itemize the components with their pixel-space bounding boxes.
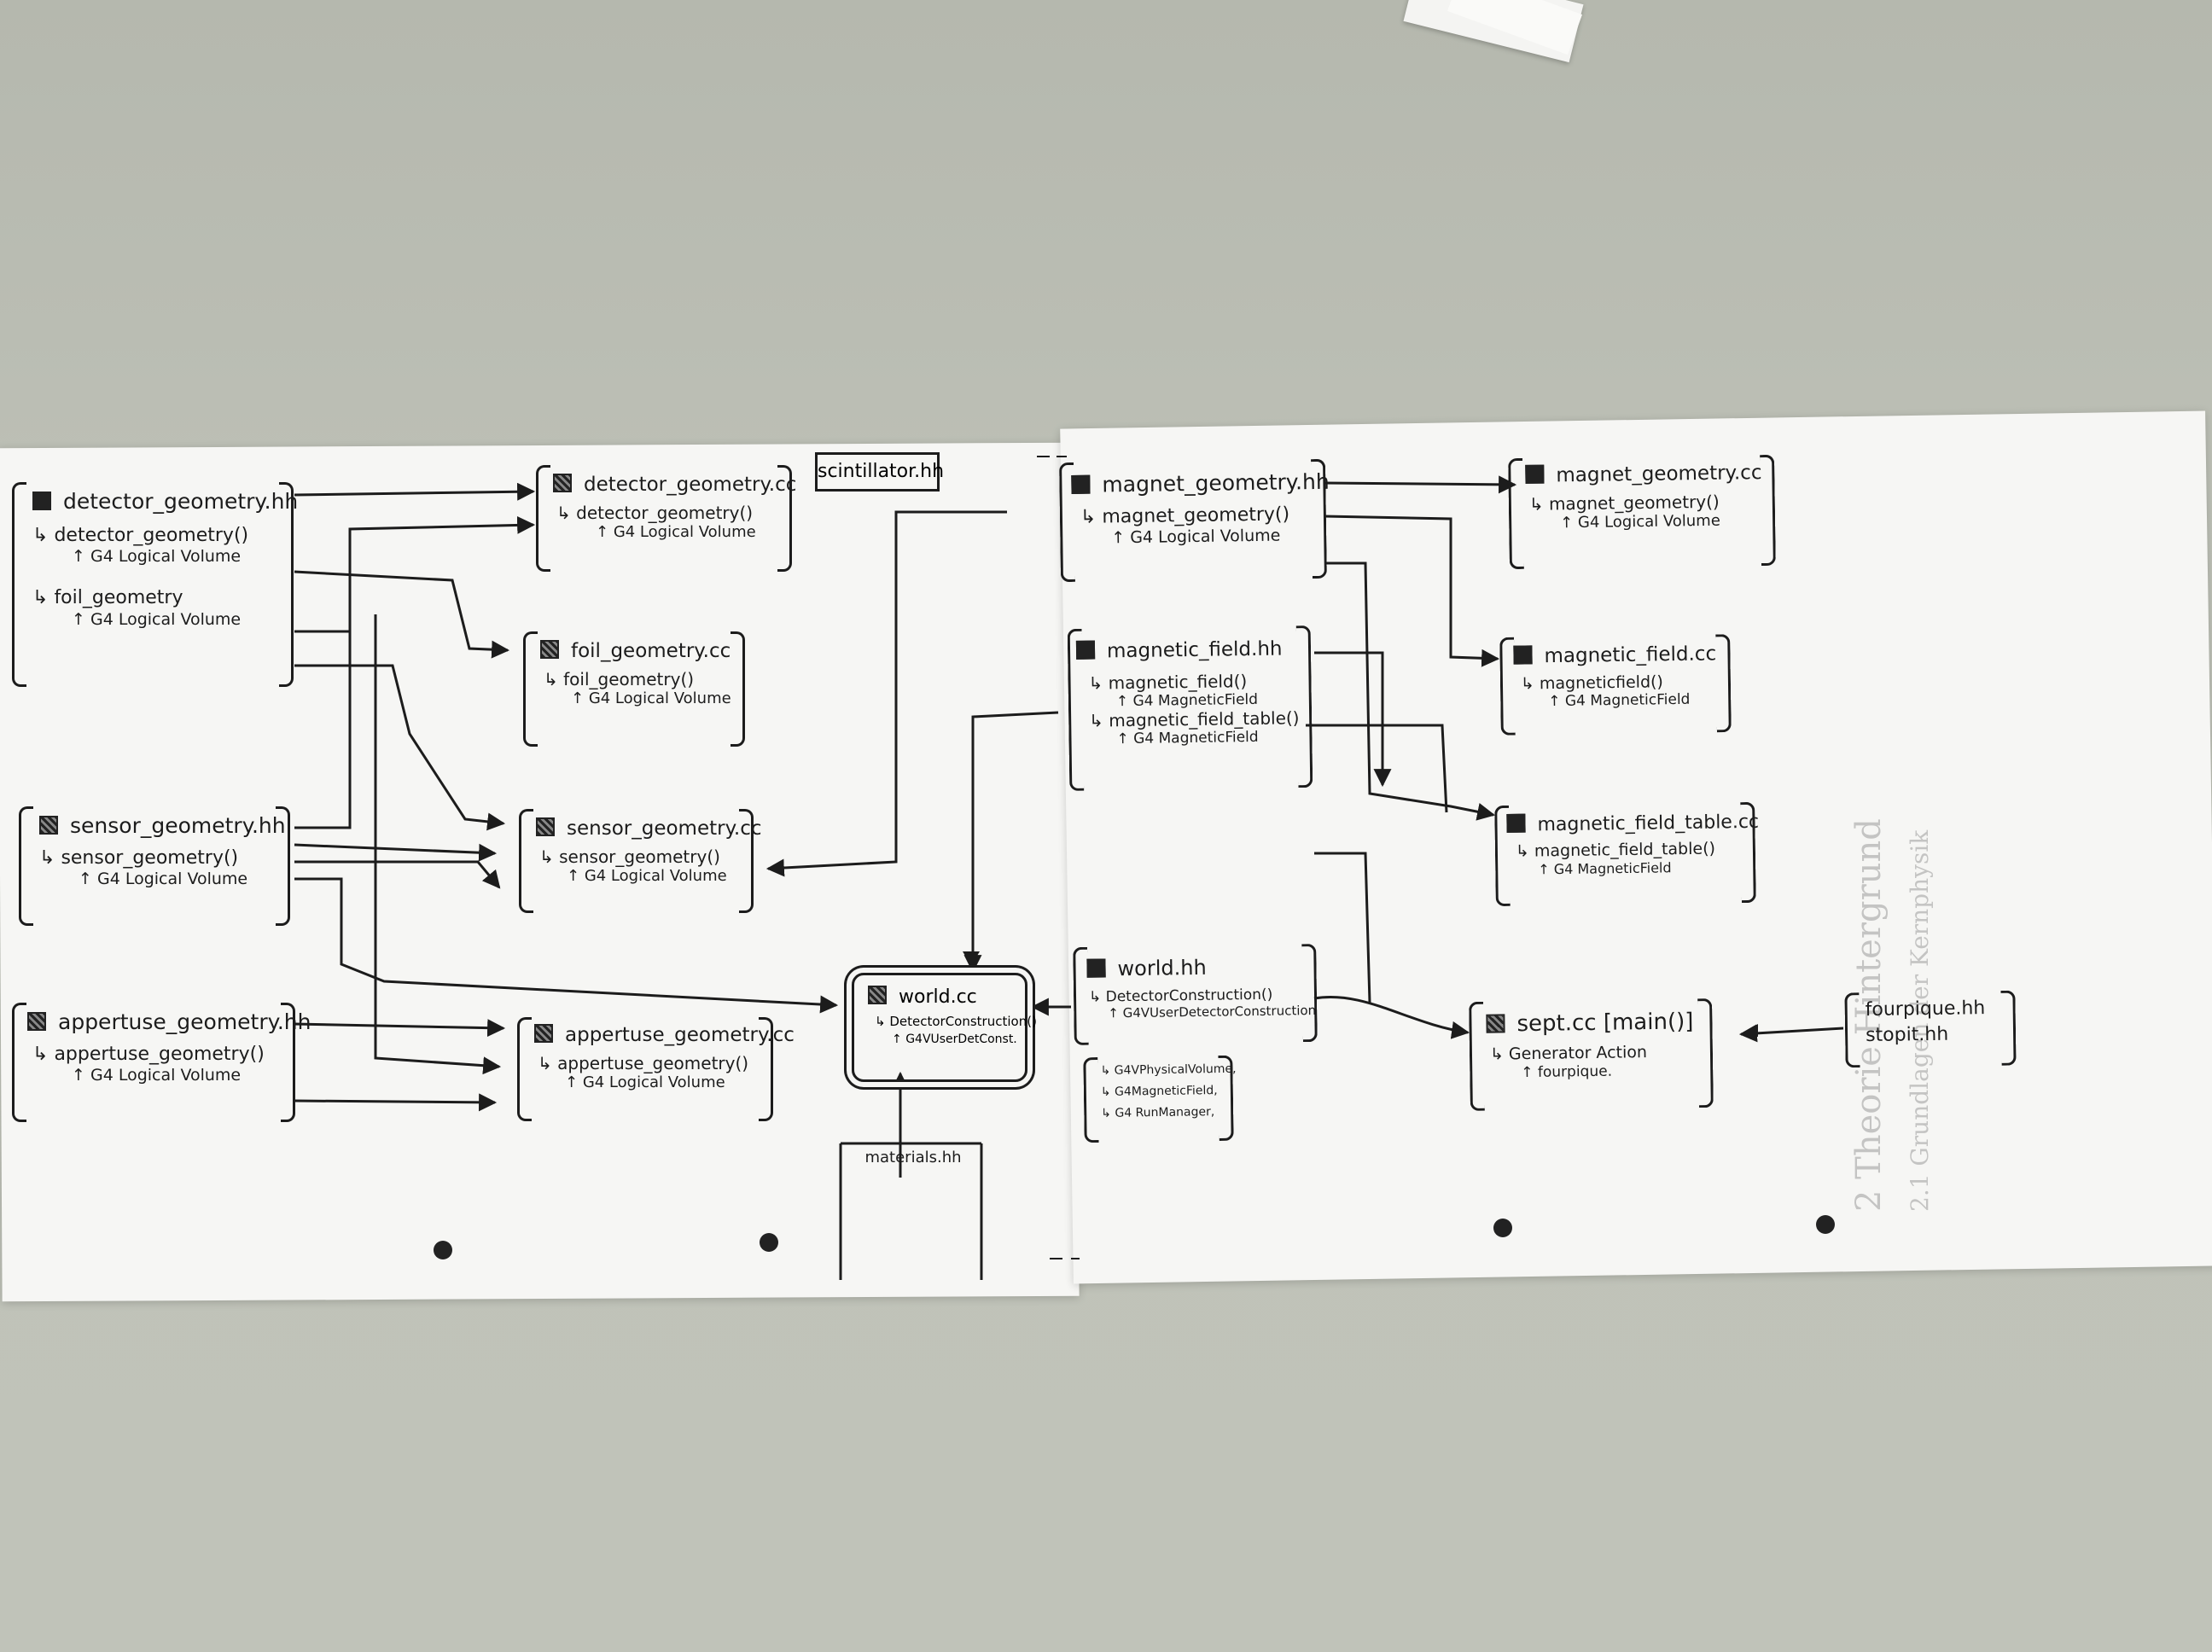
file-title: magnetic_field.cc: [1544, 643, 1717, 668]
base-class: G4 MagneticField: [1564, 691, 1691, 711]
file-icon: [1506, 813, 1526, 833]
function-name: appertuse_geometry(): [54, 1044, 265, 1065]
fourpique-includes: fourpique.hh stopit.hh: [1844, 990, 2017, 1068]
function-name: detector_geometry(): [54, 525, 249, 546]
file-title: magnetic_field.hh: [1106, 637, 1283, 663]
base-class: G4 Logical Volume: [90, 547, 242, 567]
base-class: fourpique.: [1537, 1062, 1613, 1081]
file-title: world.cc: [899, 986, 977, 1008]
file-icon: [1071, 474, 1091, 494]
file-title: sept.cc: [1516, 1009, 1597, 1038]
base-class: G4 MagneticField: [1132, 690, 1259, 710]
function-name: DetectorConstruction(): [1105, 986, 1273, 1006]
scintillator-hh: scintillator.hh: [815, 452, 944, 492]
function-name: Generator Action: [1508, 1043, 1648, 1064]
magnetic-field-hh: magnetic_field.hh ↳ magnetic_field() ↑ G…: [1067, 625, 1313, 791]
file-icon: [536, 817, 555, 836]
file-title: appertuse_geometry.hh: [58, 1009, 311, 1034]
aperture-geometry-cc: appertuse_geometry.cc ↳ appertuse_geomet…: [517, 1017, 795, 1121]
file-title: sensor_geometry.hh: [70, 813, 286, 838]
base-class: G4VUserDetConst.: [905, 1032, 1017, 1047]
dependency-item: G4MagneticField,: [1114, 1083, 1218, 1099]
function-name: magnetic_field(): [1108, 670, 1248, 693]
magnet-geometry-cc: magnet_geometry.cc ↳ magnet_geometry() ↑…: [1508, 454, 1776, 570]
function-name: foil_geometry: [54, 587, 183, 609]
file-icon: [1513, 645, 1533, 665]
include-file: stopit.hh: [1865, 1024, 1949, 1047]
punch-hole: [434, 1241, 452, 1259]
function-name: sensor_geometry(): [61, 847, 239, 869]
file-title: appertuse_geometry.cc: [565, 1024, 795, 1046]
include-file: fourpique.hh: [1865, 998, 1986, 1021]
punch-hole: [760, 1233, 778, 1252]
world-hh-dependencies: ↳ G4VPhysicalVolume, ↳ G4MagneticField, …: [1083, 1055, 1237, 1143]
file-title: sensor_geometry.cc: [567, 817, 762, 840]
file-icon: [27, 1012, 46, 1031]
base-class: G4 Logical Volume: [90, 609, 242, 629]
file-title: detector_geometry.cc: [584, 474, 797, 496]
magnet-geometry-hh: magnet_geometry.hh ↳ magnet_geometry() ↑…: [1059, 458, 1330, 583]
magnetic-field-cc: magnetic_field.cc ↳ magneticfield() ↑ G4…: [1499, 634, 1732, 736]
file-icon: [534, 1024, 553, 1043]
function-name: appertuse_geometry(): [557, 1052, 749, 1073]
base-class: G4VUserDetectorConstruction: [1122, 1003, 1317, 1021]
aperture-geometry-hh: appertuse_geometry.hh ↳ appertuse_geomet…: [12, 1003, 311, 1122]
base-class: G4 Logical Volume: [582, 1073, 725, 1091]
base-class: G4 MagneticField: [1133, 728, 1259, 747]
file-title: scintillator.hh: [818, 461, 945, 482]
dependency-item: G4 RunManager,: [1115, 1104, 1215, 1120]
function-name: DetectorConstruction(): [889, 1014, 1037, 1030]
file-title: magnet_geometry.cc: [1556, 462, 1762, 487]
base-class: G4 Logical Volume: [613, 522, 756, 541]
file-title: magnetic_field_table.cc: [1537, 811, 1760, 836]
base-class: G4 MagneticField: [1553, 859, 1672, 878]
file-icon: [1525, 464, 1545, 484]
sensor-geometry-cc: sensor_geometry.cc ↳ sensor_geometry() ↑…: [519, 809, 762, 913]
punch-hole: [1816, 1215, 1835, 1234]
world-hh: world.hh ↳ DetectorConstruction() ↑ G4VU…: [1073, 944, 1318, 1045]
punch-hole: [1493, 1219, 1512, 1237]
file-icon: [1086, 958, 1106, 978]
file-icon: [540, 640, 559, 659]
file-title: materials.hh: [864, 1149, 962, 1166]
file-title: world.hh: [1117, 955, 1207, 981]
base-class: G4 Logical Volume: [96, 870, 248, 889]
file-icon: [39, 816, 58, 835]
function-name: magnetic_field_table(): [1109, 707, 1300, 731]
detector-geometry-hh: detector_geometry.hh ↳ detector_geometry…: [12, 482, 298, 687]
file-icon: [1486, 1014, 1505, 1033]
detector-geometry-cc: detector_geometry.cc ↳ detector_geometry…: [536, 465, 796, 572]
file-icon: [868, 986, 887, 1004]
base-class: G4 Logical Volume: [1130, 526, 1281, 548]
foil-geometry-cc: foil_geometry.cc ↳ foil_geometry() ↑ G4 …: [523, 631, 745, 747]
base-class: G4 Logical Volume: [90, 1066, 242, 1085]
function-name: sensor_geometry(): [559, 846, 720, 867]
materials-hh: materials.hh: [853, 1149, 973, 1183]
file-title: magnet_geometry.hh: [1102, 468, 1330, 497]
sept-cc: sept.cc [main()] ↳ Generator Action ↑ fo…: [1469, 998, 1714, 1111]
file-title: detector_geometry.hh: [63, 489, 299, 514]
file-icon: [553, 474, 572, 492]
sensor-geometry-hh: sensor_geometry.hh ↳ sensor_geometry() ↑…: [19, 806, 290, 926]
function-name: foil_geometry(): [563, 668, 695, 689]
function-name: magnetic_field_table(): [1534, 839, 1716, 861]
base-class: G4 Logical Volume: [588, 689, 731, 707]
file-title: foil_geometry.cc: [571, 640, 731, 662]
main-tag: [main()]: [1603, 1009, 1694, 1036]
world-cc: world.cc ↳ DetectorConstruction() ↑ G4VU…: [852, 973, 1037, 1082]
function-name: magneticfield(): [1539, 672, 1664, 693]
function-name: detector_geometry(): [576, 502, 754, 523]
function-name: magnet_geometry(): [1102, 503, 1290, 528]
file-icon: [32, 492, 51, 510]
base-class: G4 Logical Volume: [1577, 511, 1720, 532]
base-class: G4 Logical Volume: [584, 866, 727, 885]
function-name: magnet_geometry(): [1548, 491, 1720, 515]
magnetic-field-table-cc: magnetic_field_table.cc ↳ magnetic_field…: [1494, 801, 1760, 907]
